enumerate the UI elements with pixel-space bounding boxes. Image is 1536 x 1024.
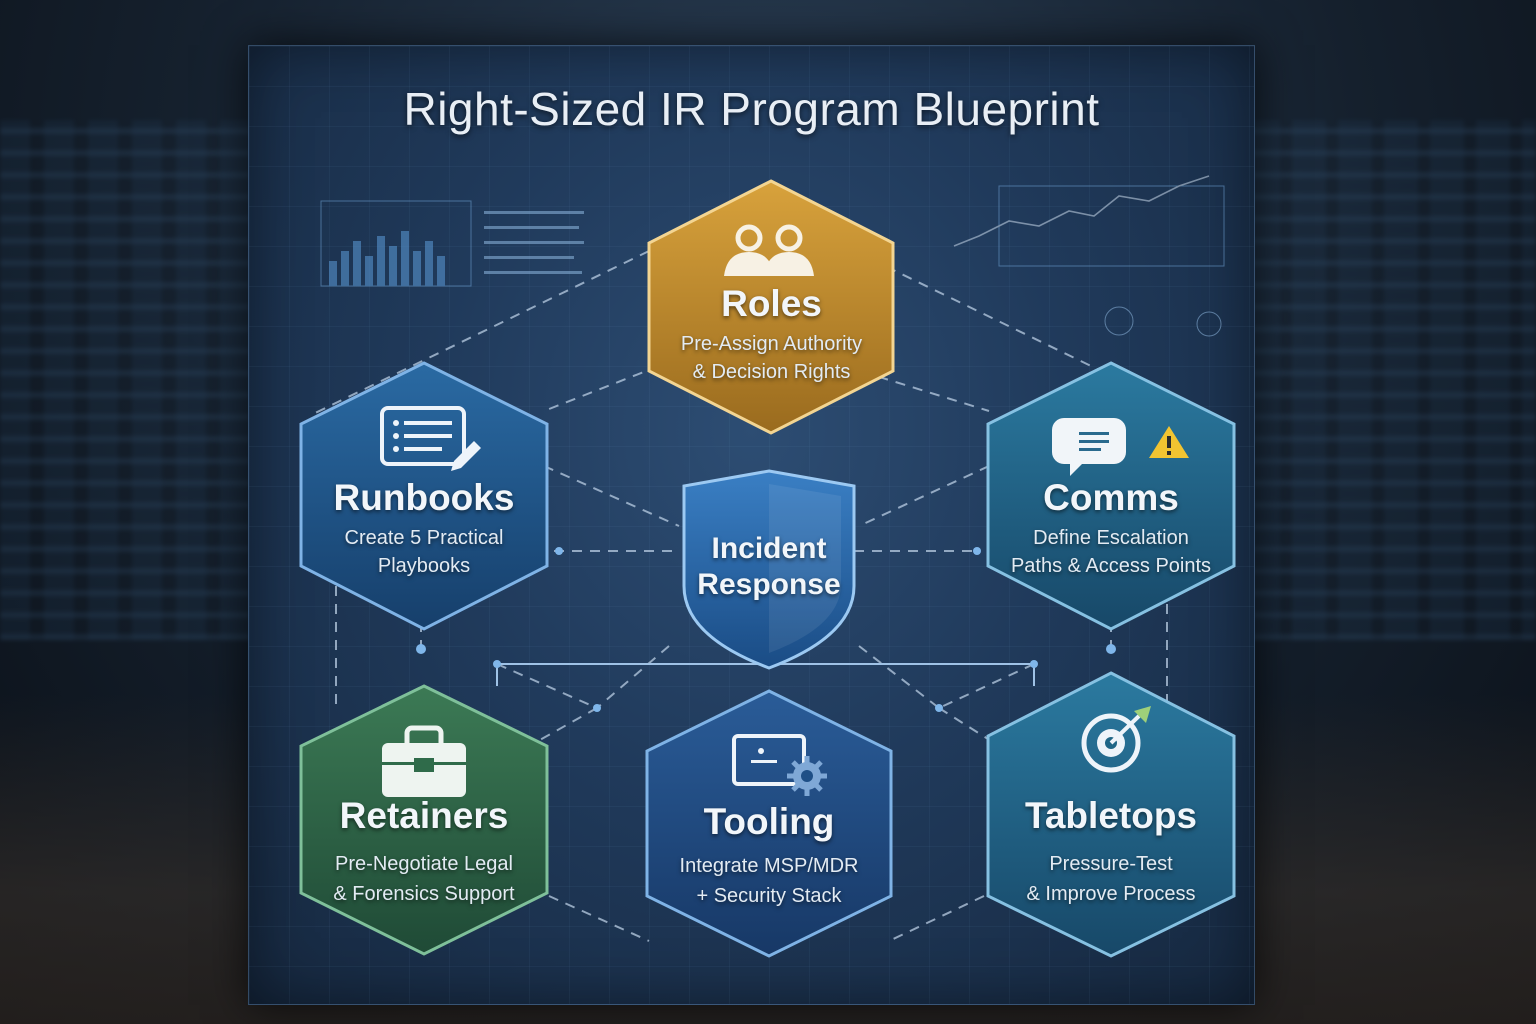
- node-desc-line1: Pre-Assign Authority: [680, 333, 863, 355]
- shield-icon: [682, 469, 856, 670]
- node-tooling: Tooling Integrate MSP/MDR + Security Sta…: [647, 802, 891, 910]
- node-retainers: Retainers Pre-Negotiate Legal & Forensic…: [301, 796, 547, 908]
- node-title: Comms: [1043, 477, 1179, 518]
- monitor-gear-icon: [732, 734, 827, 796]
- document-edit-icon: [380, 406, 481, 471]
- node-desc-line1: Define Escalation: [1033, 527, 1189, 549]
- decor-layer: [320, 175, 1225, 337]
- page-title: Right-Sized IR Program Blueprint: [403, 83, 1100, 135]
- hex-retainers: [299, 684, 549, 956]
- node-desc-line2: & Decision Rights: [692, 361, 851, 383]
- node-desc-line1: Integrate MSP/MDR: [679, 855, 859, 877]
- node-title: Roles: [721, 283, 822, 324]
- mini-line-chart-decor: [953, 175, 1225, 337]
- background-screens-right: [1246, 120, 1536, 640]
- node-title: Tooling: [703, 801, 835, 842]
- node-desc-line2: Playbooks: [377, 555, 471, 577]
- node-desc-line2: + Security Stack: [696, 885, 842, 907]
- background-screens-left: [0, 120, 250, 640]
- target-icon: [1081, 706, 1151, 773]
- node-roles: Roles Pre-Assign Authority & Decision Ri…: [649, 284, 894, 386]
- people-icon: [724, 224, 814, 276]
- node-desc-line1: Pre-Negotiate Legal: [335, 853, 513, 875]
- node-comms: Comms Define Escalation Paths & Access P…: [988, 478, 1234, 580]
- node-desc-line1: Create 5 Practical: [344, 527, 504, 549]
- hex-tabletops: [986, 671, 1236, 958]
- node-title: Runbooks: [333, 477, 515, 518]
- blueprint-board: Right-Sized IR Program Blueprint Roles P…: [248, 45, 1255, 1005]
- node-desc-line2: & Forensics Support: [333, 883, 515, 905]
- chat-warning-icon: [1052, 418, 1189, 476]
- connector-nodes: [416, 547, 1116, 712]
- node-desc-line2: & Improve Process: [1026, 883, 1196, 905]
- connector-layer: [299, 179, 1236, 958]
- hex-runbooks: [299, 361, 549, 631]
- node-title: Retainers: [339, 795, 509, 836]
- hex-comms: [986, 361, 1236, 631]
- center-label-line2: Response: [697, 568, 841, 601]
- node-title: Tabletops: [1025, 795, 1197, 836]
- hex-tooling: [645, 689, 893, 958]
- node-tabletops: Tabletops Pressure-Test & Improve Proces…: [988, 796, 1234, 908]
- mini-bar-chart-decor: [320, 200, 584, 287]
- node-runbooks: Runbooks Create 5 Practical Playbooks: [301, 478, 547, 580]
- node-desc-line1: Pressure-Test: [1049, 853, 1173, 875]
- briefcase-icon: [382, 725, 466, 797]
- node-center: Incident Response: [684, 531, 854, 603]
- hex-roles: [647, 179, 895, 435]
- center-label-line1: Incident: [711, 532, 827, 565]
- node-desc-line2: Paths & Access Points: [1010, 555, 1212, 577]
